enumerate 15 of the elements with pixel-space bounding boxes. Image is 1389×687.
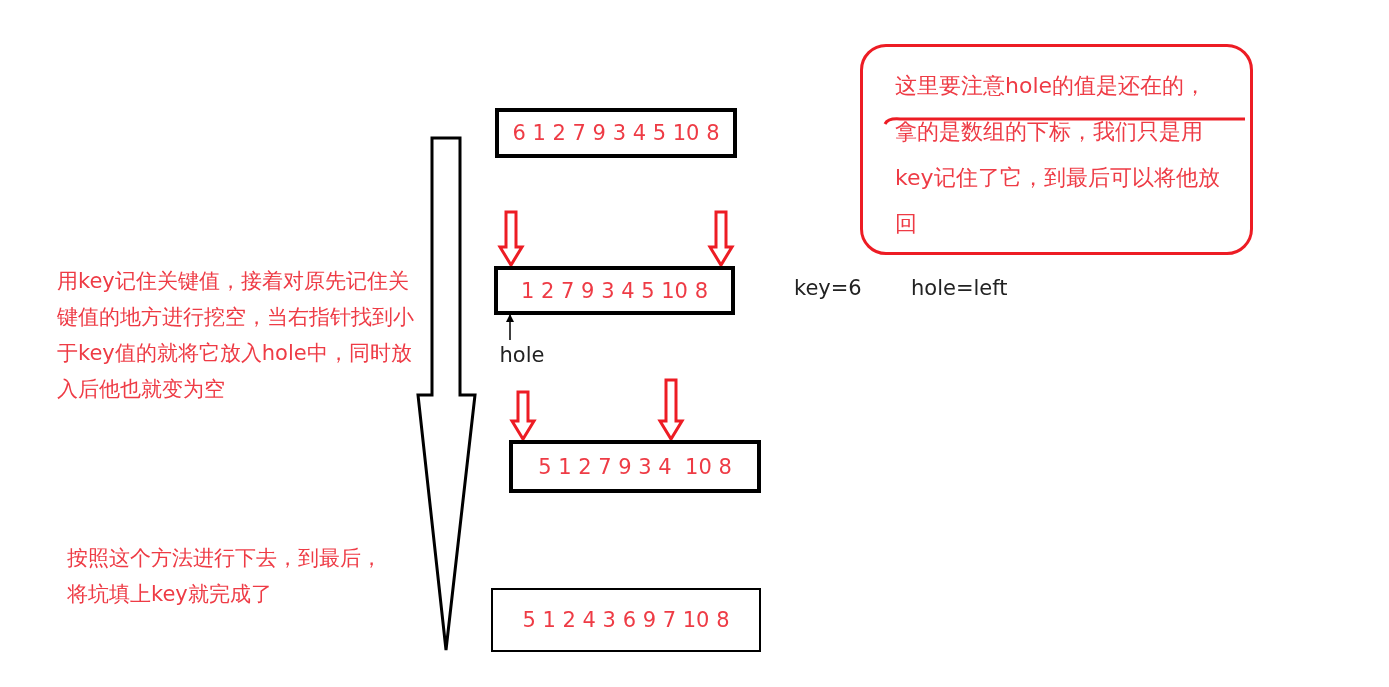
pointer-arrow: [509, 390, 537, 442]
pointer-arrow: [497, 210, 525, 268]
arrow: [506, 314, 514, 341]
array-box: 5 1 2 4 3 6 9 7 10 8: [491, 588, 761, 652]
note-box: 这里要注意hole的值是还在的，拿的是数组的下标，我们只是用key记住了它，到最后可以将他放回: [860, 44, 1253, 255]
pointer-arrow: [657, 378, 685, 442]
note-text: 按照这个方法进行下去，到最后，将坑填上key就完成了: [67, 545, 383, 608]
hole-value: hole=left: [911, 275, 1009, 302]
array-box: 6 1 2 7 9 3 4 5 10 8: [495, 108, 737, 158]
key-value: key=6: [794, 275, 863, 302]
pointer-arrow: [707, 210, 735, 268]
array-box: 1 2 7 9 3 4 5 10 8: [494, 266, 735, 315]
array-box: 5 1 2 7 9 3 4 10 8: [509, 440, 761, 493]
note-text: 用key记住关键值，接着对原先记住关键值的地方进行挖空，当右指针找到小于key值的就将它放入hole中，同时放入后他也就变为空: [57, 268, 415, 403]
hole-label: hole: [496, 340, 548, 370]
